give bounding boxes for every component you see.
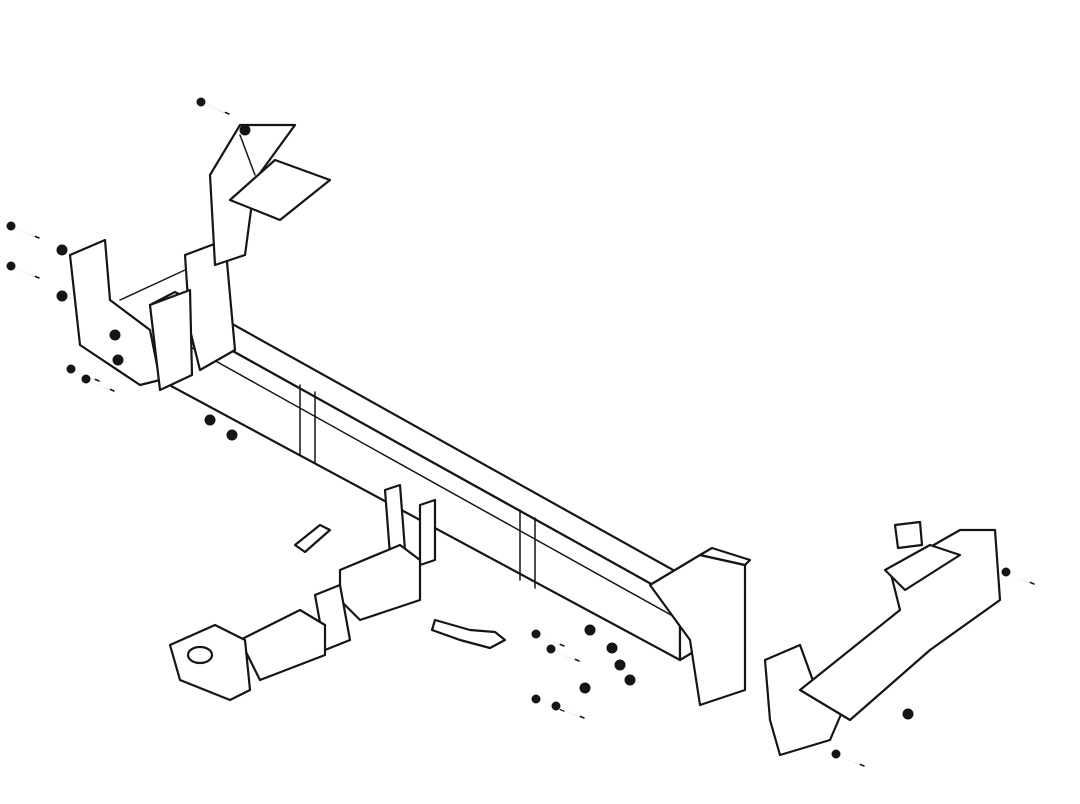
- bolts-group: [6, 97, 1035, 767]
- bolt: [6, 261, 40, 279]
- nut: [902, 708, 914, 720]
- nut: [112, 354, 124, 366]
- bolt: [831, 749, 865, 767]
- nut: [204, 414, 216, 426]
- nut: [239, 124, 251, 136]
- bolt: [531, 629, 565, 647]
- bolt: [196, 97, 230, 115]
- bolt: [551, 701, 585, 719]
- nut: [56, 290, 68, 302]
- bolt: [6, 221, 40, 239]
- nut: [584, 624, 596, 636]
- bolt: [546, 644, 580, 662]
- nut: [109, 329, 121, 341]
- nuts-group: [56, 124, 914, 720]
- left-mounting-bracket: [68, 123, 332, 392]
- hitch-receiver-and-ball-mount: [168, 483, 507, 702]
- bolt: [1001, 567, 1035, 585]
- nut: [579, 682, 591, 694]
- nut: [56, 244, 68, 256]
- bolt: [81, 374, 115, 392]
- nut: [614, 659, 626, 671]
- nut: [226, 429, 238, 441]
- nut: [606, 642, 618, 654]
- nut: [624, 674, 636, 686]
- right-mounting-bracket: [648, 520, 1002, 757]
